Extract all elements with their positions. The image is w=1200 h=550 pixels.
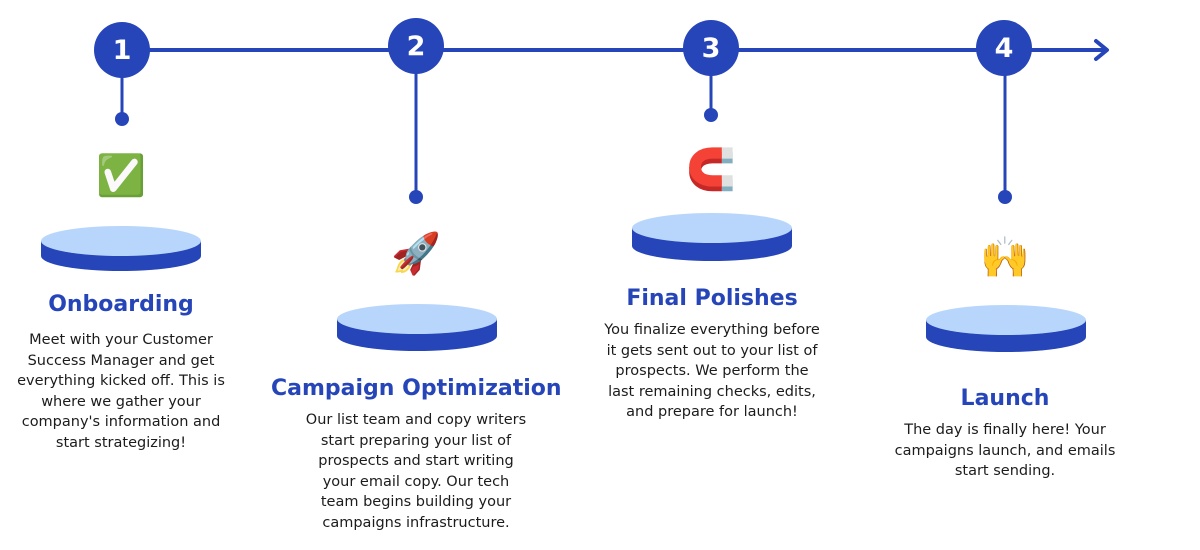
description-line: company's information and: [21, 414, 221, 430]
description-line: You finalize everything before: [604, 322, 820, 338]
step-title-4: Launch: [960, 386, 1050, 411]
platform-2: [337, 304, 497, 351]
platform-3: [632, 213, 792, 261]
description-line: prospects and start writing: [318, 453, 514, 469]
magnet-icon: 🧲: [686, 147, 736, 193]
step-description-1: Meet with your Customer Success Manager …: [0, 330, 242, 453]
description-line: Meet with your Customer: [29, 332, 213, 348]
description-line: campaigns launch, and emails: [894, 442, 1116, 459]
raising-hands-icon: 🙌: [980, 235, 1030, 281]
description-line: Success Manager and get: [27, 352, 215, 369]
description-line: The day is finally here! Your: [904, 422, 1106, 438]
stem-dot-2: [409, 190, 423, 204]
step-number-1: 1: [94, 22, 150, 78]
check-mark-button-icon: ✅: [96, 153, 146, 199]
step-number-3: 3: [683, 20, 739, 76]
step-number-2: 2: [388, 18, 444, 74]
description-line: your email copy. Our tech: [322, 473, 510, 490]
description-line: everything kicked off. This is: [17, 373, 225, 389]
description-line: where we gather your: [41, 393, 201, 410]
platform-4: [926, 305, 1086, 352]
description-line: campaigns infrastructure.: [322, 514, 510, 531]
step-title-2: Campaign Optimization: [271, 376, 562, 401]
step-description-4: The day is finally here! Your campaigns …: [880, 420, 1130, 482]
description-line: team begins building your: [320, 494, 512, 510]
step-title-1: Onboarding: [48, 292, 194, 317]
step-title-3: Final Polishes: [626, 286, 798, 311]
stem-dot-3: [704, 108, 718, 122]
description-line: and prepare for launch!: [626, 404, 798, 420]
description-line: start preparing your list of: [320, 432, 512, 449]
step-number-4: 4: [976, 20, 1032, 76]
description-line: it gets sent out to your list of: [606, 342, 818, 359]
description-line: prospects. We perform the: [615, 363, 809, 379]
description-line: last remaining checks, edits,: [608, 383, 816, 400]
description-line: start strategizing!: [55, 434, 187, 451]
stem-dot-4: [998, 190, 1012, 204]
description-line: Our list team and copy writers: [305, 412, 527, 428]
platform-1: [41, 226, 201, 271]
timeline-arrowhead: [1094, 39, 1109, 61]
stem-dot-1: [115, 112, 129, 126]
description-line: start sending.: [954, 463, 1056, 479]
step-description-3: You finalize everything before it gets s…: [586, 320, 838, 423]
step-description-2: Our list team and copy writers start pre…: [271, 410, 561, 533]
rocket-icon: 🚀: [391, 231, 441, 277]
